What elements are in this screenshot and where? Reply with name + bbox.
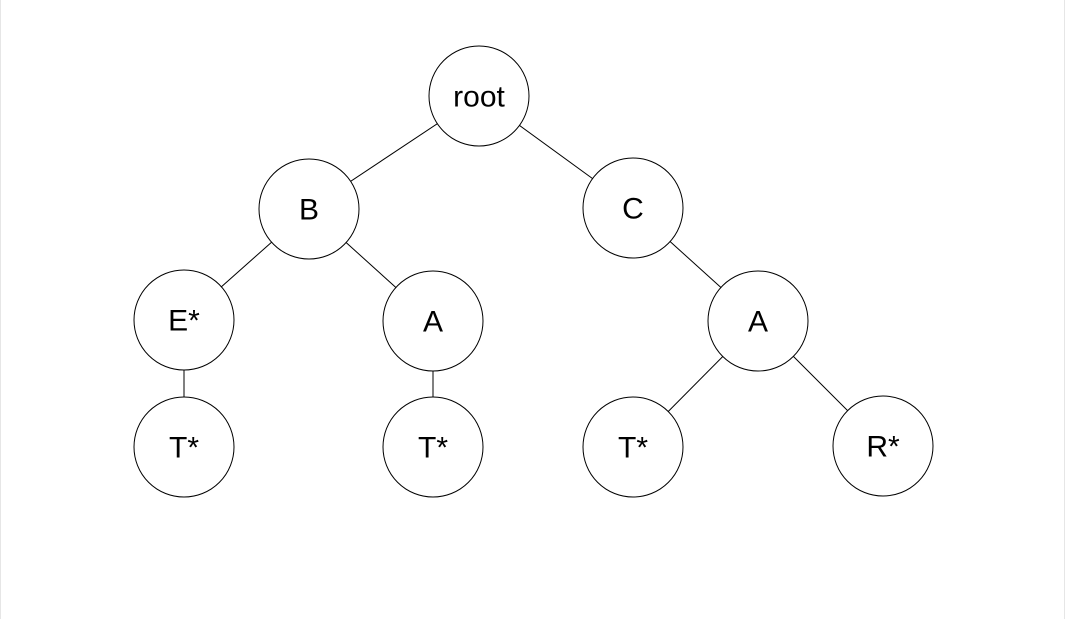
tree-node-circle-E-star xyxy=(133,269,235,371)
tree-node-label-T-star-1: T* xyxy=(169,432,199,465)
tree-node-B: B xyxy=(258,158,360,260)
tree-node-T-star-1: T* xyxy=(133,396,235,498)
tree-node-C: C xyxy=(582,157,684,259)
tree-node-label-root: root xyxy=(453,81,505,114)
tree-node-R-star: R* xyxy=(832,395,934,497)
tree-node-label-B: B xyxy=(299,194,319,227)
tree-node-circle-T-star-2 xyxy=(382,396,484,498)
tree-node-circle-T-star-3 xyxy=(582,396,684,498)
tree-node-label-C: C xyxy=(622,193,644,226)
tree-node-E-star: E* xyxy=(133,269,235,371)
tree-node-A-left: A xyxy=(382,270,484,372)
tree-node-T-star-3: T* xyxy=(582,396,684,498)
tree-node-root: root xyxy=(428,45,530,147)
tree-node-label-A-right: A xyxy=(748,306,768,339)
tree-node-circle-R-star xyxy=(832,395,934,497)
tree-node-circle-A-left xyxy=(382,270,484,372)
tree-node-A-right: A xyxy=(707,270,809,372)
tree-node-circle-T-star-1 xyxy=(133,396,235,498)
tree-node-label-R-star: R* xyxy=(866,431,900,464)
tree-node-label-E-star: E* xyxy=(168,305,200,338)
tree-node-T-star-2: T* xyxy=(382,396,484,498)
tree-node-circle-root xyxy=(428,45,530,147)
tree-node-circle-A-right xyxy=(707,270,809,372)
tree-node-circle-C xyxy=(582,157,684,259)
tree-node-label-T-star-3: T* xyxy=(618,432,648,465)
tree-node-label-A-left: A xyxy=(423,306,443,339)
tree-node-circle-B xyxy=(258,158,360,260)
tree-node-label-T-star-2: T* xyxy=(418,432,448,465)
